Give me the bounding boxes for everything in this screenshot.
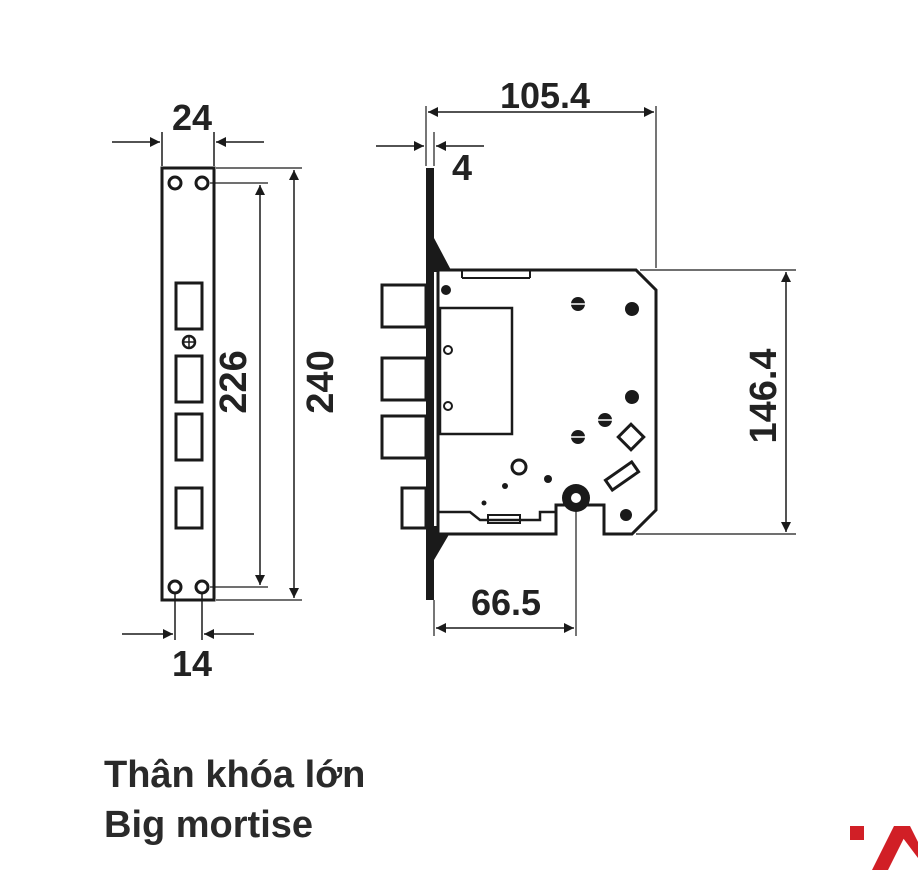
dimension-hole-spacing-height: 226 — [210, 182, 268, 588]
dimension-label-226: 226 — [213, 350, 255, 413]
body-hole — [625, 302, 639, 316]
faceplate-side — [426, 168, 434, 600]
dimension-label-105-4: 105.4 — [500, 75, 590, 116]
latch-slide — [603, 459, 641, 493]
mortise-side-view — [380, 168, 658, 600]
caption-vietnamese: Thân khóa lớn — [104, 754, 366, 796]
mortise-body — [436, 268, 658, 536]
dimension-label-24: 24 — [172, 97, 212, 138]
latch-slot — [174, 486, 204, 530]
dimension-backset: 66.5 — [433, 506, 577, 636]
faceplate-screw-hole — [194, 175, 210, 191]
dimension-faceplate-thickness: 4 — [376, 132, 484, 188]
dimension-label-66-5: 66.5 — [471, 582, 541, 623]
deadbolt — [380, 414, 428, 460]
dimension-faceplate-height: 240 — [216, 167, 342, 601]
deadbolt-slot — [174, 354, 204, 404]
caption-english: Big mortise — [104, 804, 314, 846]
body-hole — [625, 390, 639, 404]
deadbolt — [380, 283, 428, 329]
dimension-body-depth: 105.4 — [425, 75, 657, 268]
faceplate-front-view — [160, 166, 216, 602]
deadbolt-slot — [174, 281, 204, 331]
dimension-hole-spacing-width: 14 — [122, 592, 254, 684]
faceplate-outline — [160, 166, 216, 602]
dimension-label-240: 240 — [300, 350, 342, 413]
faceplate-screw-hole — [167, 175, 183, 191]
dimension-label-4: 4 — [452, 147, 472, 188]
dimension-body-height: 146.4 — [636, 269, 796, 535]
latch-bolt — [400, 486, 428, 530]
bolt-carrier — [438, 306, 514, 436]
dimension-label-146-4: 146.4 — [743, 348, 785, 443]
dimension-label-14: 14 — [172, 643, 212, 684]
dimension-faceplate-width: 24 — [112, 97, 264, 166]
brand-logo-icon — [850, 826, 918, 870]
lock-cam — [616, 422, 646, 452]
deadbolt-slot — [174, 412, 204, 462]
deadbolt — [380, 356, 428, 402]
